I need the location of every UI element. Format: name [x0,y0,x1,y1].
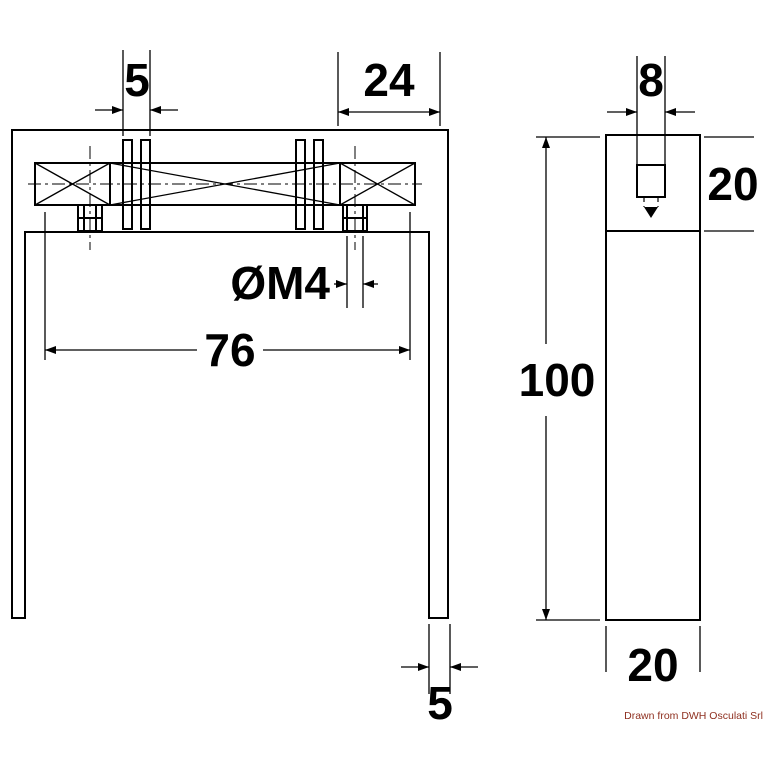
extension-lines [346,236,364,308]
front-outline [11,129,449,619]
arrowhead [542,609,550,620]
dim-label-flange-thickness: 5 [124,54,150,106]
dim-label-overall-height: 100 [519,354,596,406]
side-outline [605,134,701,621]
arrowhead [450,663,461,671]
dim-profile-width: 20 [605,626,701,691]
arrowhead [363,280,374,288]
extension-lines [636,56,666,165]
arrowhead [429,108,440,116]
flange-plates [122,139,324,230]
arrowhead [665,108,676,116]
tick-lines [605,626,701,672]
arrowhead [45,346,56,354]
dim-end-width: 24 [337,52,441,126]
dim-mount-depth: 20 [704,136,759,232]
dim-label-handle-thickness: 5 [427,677,453,729]
dim-mount-span: 76 [44,212,411,376]
arrowhead [399,346,410,354]
screw-pocket [636,164,666,198]
arrowhead [150,106,161,114]
arrowhead [336,280,347,288]
arrowhead [542,137,550,148]
front-view [11,129,449,619]
drill-point [644,207,658,218]
arrowhead [338,108,349,116]
dim-label-thread: ØM4 [230,257,330,309]
dim-label-mount-span: 76 [204,324,255,376]
extension-lines [428,624,451,694]
dim-label-profile-width: 20 [627,639,678,691]
tick-lines [704,136,754,232]
dim-label-end-width: 24 [363,54,415,106]
arrowhead [112,106,123,114]
extension-lines [337,52,441,126]
side-view [605,134,701,621]
extension-lines [122,50,151,136]
dim-overall-height: 100 [519,136,600,621]
arrowhead [418,663,429,671]
pilot-hole-hidden-lines [643,197,659,207]
dim-hole-width: 8 [607,54,695,165]
dim-thread-callout: ØM4 [230,236,378,309]
dim-label-mount-depth: 20 [707,158,758,210]
dim-flange-thickness: 5 [95,50,178,136]
dim-handle-thickness: 5 [401,624,478,729]
extension-lines [44,212,411,360]
drawing-credit: Drawn from DWH Osculati Srl [624,710,763,722]
extension-lines [536,136,600,621]
arrowhead [626,108,637,116]
centerlines [28,146,422,250]
dim-label-hole-width: 8 [638,54,664,106]
